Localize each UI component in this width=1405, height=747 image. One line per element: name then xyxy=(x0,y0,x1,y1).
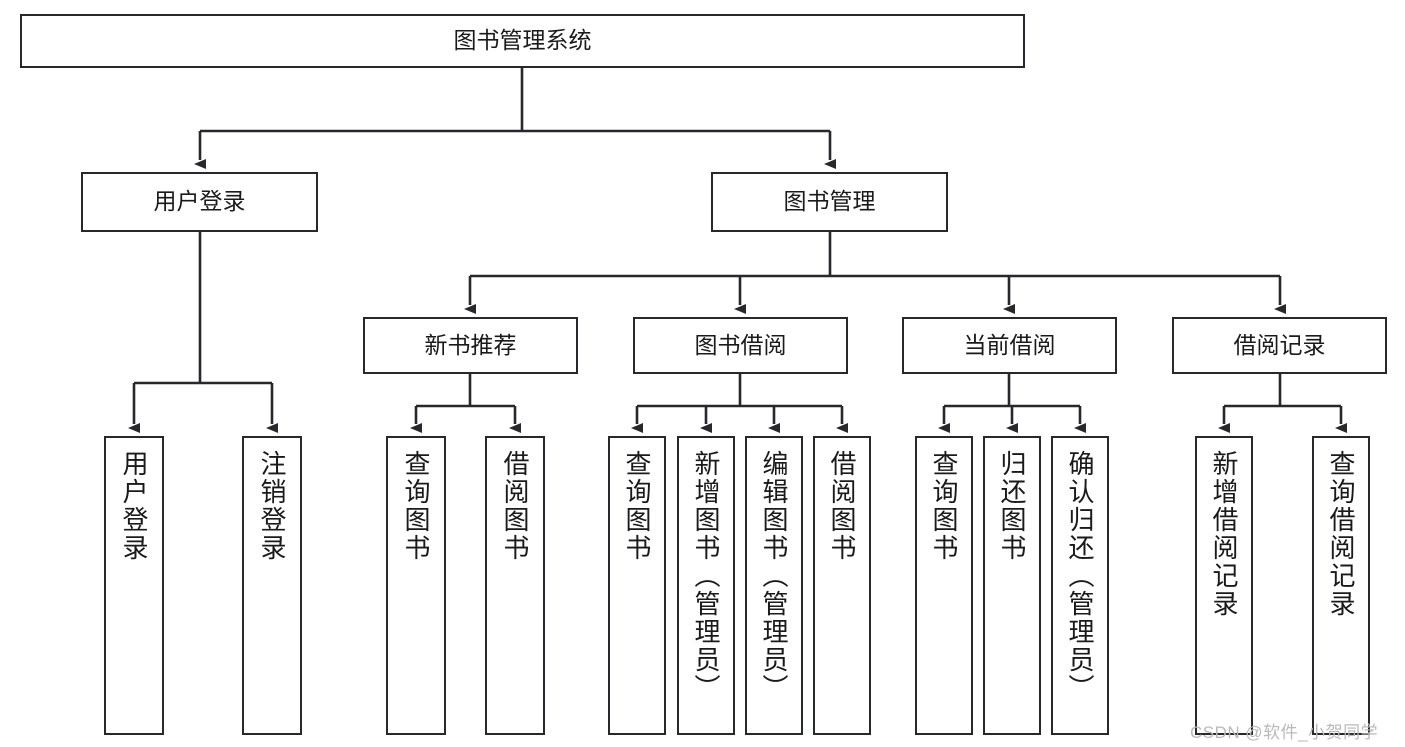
node-leaf-borrow-borrow-book[interactable]: 借阅图书 xyxy=(813,436,871,735)
node-leaf-user-login[interactable]: 用户登录 xyxy=(104,436,164,735)
node-leaf-cur-return-book[interactable]: 归还图书 xyxy=(983,436,1041,735)
node-leaf-user-logout-label: 注销登录 xyxy=(257,450,287,562)
node-borrow-record[interactable]: 借阅记录 xyxy=(1172,317,1387,374)
node-leaf-rec-add-record[interactable]: 新增借阅记录 xyxy=(1195,436,1253,735)
node-leaf-cur-query-book-label: 查询图书 xyxy=(929,450,959,562)
node-new-book-rec[interactable]: 新书推荐 xyxy=(363,317,578,374)
node-leaf-borrow-edit-book-label: 编辑图书（管理员） xyxy=(759,450,789,702)
node-leaf-rec-borrow-book-label: 借阅图书 xyxy=(500,450,530,562)
node-new-book-rec-label: 新书推荐 xyxy=(424,331,517,358)
node-leaf-cur-confirm-return[interactable]: 确认归还（管理员） xyxy=(1051,436,1109,735)
node-user-login-label: 用户登录 xyxy=(153,188,246,215)
node-book-manage[interactable]: 图书管理 xyxy=(711,172,948,232)
node-leaf-user-login-label: 用户登录 xyxy=(119,450,149,562)
node-leaf-borrow-borrow-book-label: 借阅图书 xyxy=(827,450,857,562)
node-leaf-borrow-add-book-label: 新增图书（管理员） xyxy=(691,450,721,702)
node-leaf-borrow-edit-book[interactable]: 编辑图书（管理员） xyxy=(745,436,803,735)
node-book-manage-label: 图书管理 xyxy=(783,188,876,215)
node-leaf-borrow-add-book[interactable]: 新增图书（管理员） xyxy=(677,436,735,735)
node-leaf-rec-query-book[interactable]: 查询图书 xyxy=(386,436,446,735)
node-current-borrow-label: 当前借阅 xyxy=(963,331,1056,358)
node-leaf-rec-query-record[interactable]: 查询借阅记录 xyxy=(1312,436,1370,735)
node-leaf-cur-confirm-return-label: 确认归还（管理员） xyxy=(1065,450,1095,702)
node-leaf-cur-query-book[interactable]: 查询图书 xyxy=(915,436,973,735)
node-user-login[interactable]: 用户登录 xyxy=(81,172,318,232)
node-borrow-record-label: 借阅记录 xyxy=(1233,331,1326,358)
node-root[interactable]: 图书管理系统 xyxy=(20,14,1025,68)
csdn-watermark: CSDN @软件_小贺同学 xyxy=(1190,723,1379,742)
node-leaf-user-logout[interactable]: 注销登录 xyxy=(242,436,302,735)
node-leaf-rec-query-book-label: 查询图书 xyxy=(401,450,431,562)
node-leaf-borrow-query-book[interactable]: 查询图书 xyxy=(608,436,666,735)
node-book-borrow[interactable]: 图书借阅 xyxy=(633,317,848,374)
node-root-label: 图书管理系统 xyxy=(453,27,592,54)
node-leaf-cur-return-book-label: 归还图书 xyxy=(997,450,1027,562)
node-leaf-rec-add-record-label: 新增借阅记录 xyxy=(1209,450,1239,618)
node-current-borrow[interactable]: 当前借阅 xyxy=(902,317,1117,374)
node-leaf-rec-borrow-book[interactable]: 借阅图书 xyxy=(485,436,545,735)
node-book-borrow-label: 图书借阅 xyxy=(694,331,787,358)
node-leaf-borrow-query-book-label: 查询图书 xyxy=(622,450,652,562)
node-leaf-rec-query-record-label: 查询借阅记录 xyxy=(1326,450,1356,618)
